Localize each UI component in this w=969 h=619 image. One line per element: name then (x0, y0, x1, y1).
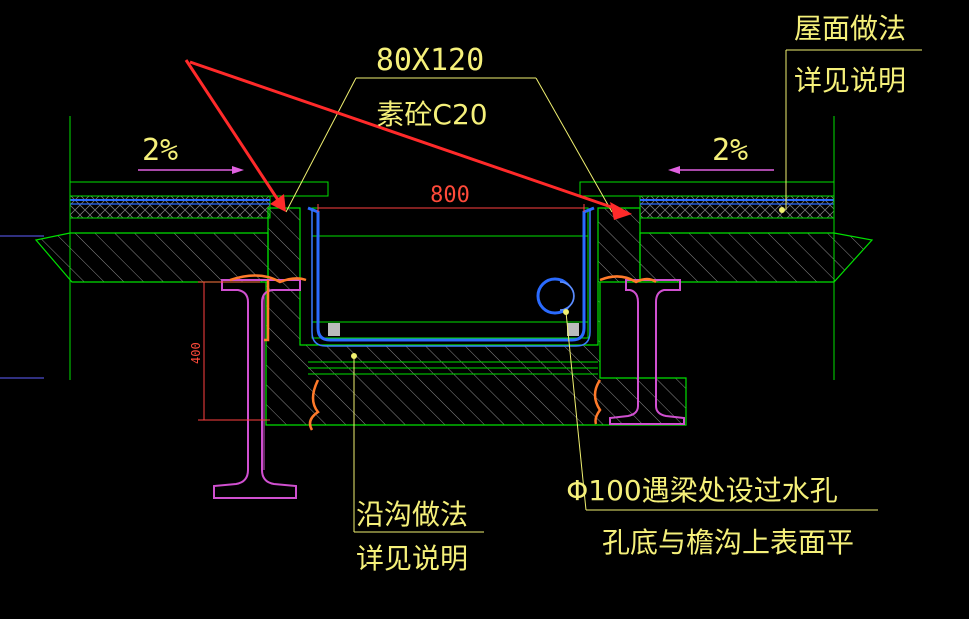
left-steel-beam (213, 279, 301, 499)
break-lines (229, 274, 657, 431)
hole-leader (563, 309, 878, 511)
top-leader (285, 77, 613, 213)
roof-leader (779, 49, 922, 213)
drain-pad-left (328, 323, 340, 336)
hole-note-line2: 孔底与檐沟上表面平 (602, 526, 854, 559)
left-roof-slab (0, 116, 329, 380)
gutter-concrete-body (265, 207, 687, 426)
slope-arrow-left: 2% (138, 133, 244, 174)
right-roof-slab (579, 116, 874, 380)
slope-right-text: 2% (712, 133, 748, 168)
gutter-note-line2: 详见说明 (356, 542, 468, 575)
width-dimension: 800 (317, 183, 585, 212)
drain-hole-symbol (536, 277, 575, 315)
gutter-waterproof-layer (307, 206, 595, 342)
right-steel-beam (609, 279, 685, 425)
width-dimension-text: 800 (430, 183, 470, 208)
roof-note-line1: 屋面做法 (794, 12, 906, 45)
depth-dimension: 400 (189, 281, 270, 421)
roof-note-line2: 详见说明 (794, 64, 906, 97)
section-size-label: 80X120 (376, 43, 484, 78)
red-pointer-arrows (184, 59, 632, 220)
depth-dimension-text: 400 (189, 342, 203, 364)
hole-note-line1: Φ100遇梁处设过水孔 (566, 474, 837, 507)
gutter-leader (351, 353, 484, 533)
slope-arrow-right: 2% (668, 133, 774, 174)
gutter-note-line1: 沿沟做法 (356, 498, 468, 531)
concrete-grade-label: 素砼C20 (376, 98, 487, 131)
slope-left-text: 2% (142, 133, 178, 168)
drain-pad-right (567, 323, 579, 336)
